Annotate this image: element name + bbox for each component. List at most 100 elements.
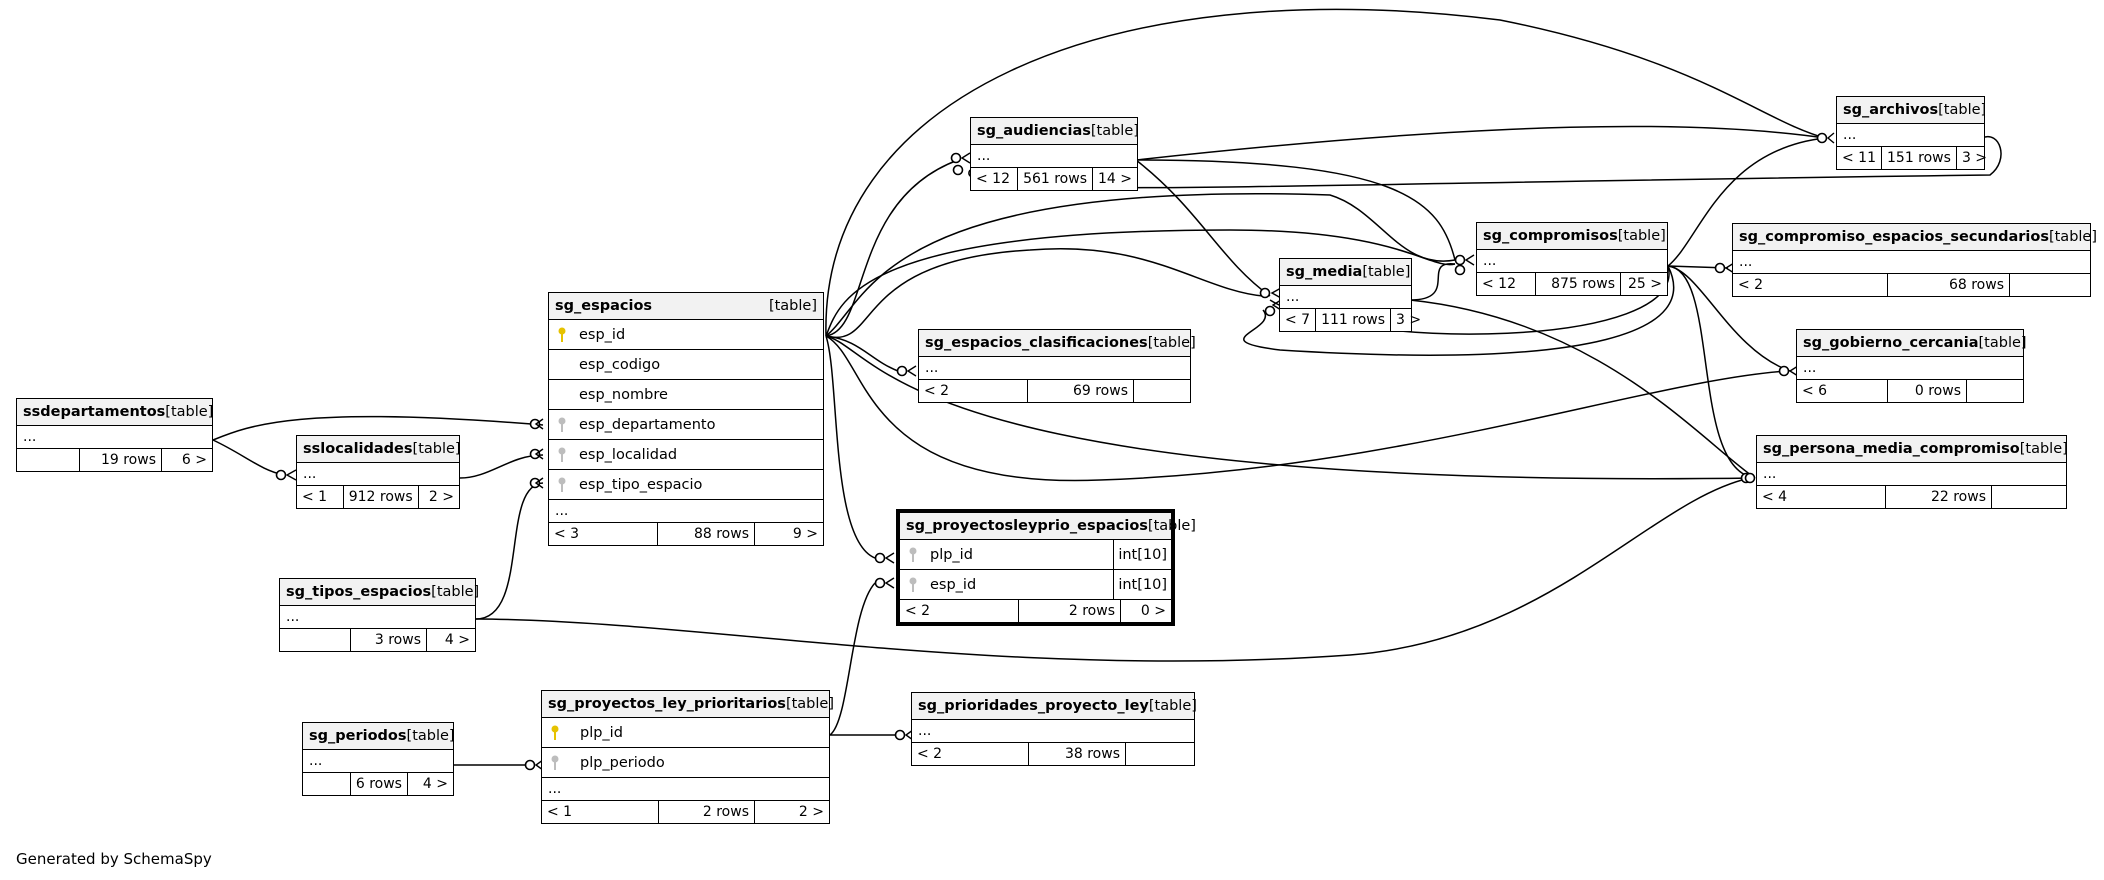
column-row[interactable]: esp_id bbox=[549, 320, 823, 350]
edge-markers bbox=[275, 132, 1828, 771]
parents-count bbox=[303, 773, 351, 795]
more-columns: ... bbox=[912, 720, 1194, 743]
more-columns: ... bbox=[280, 606, 475, 629]
table-sg-proyectosleyprio-espacios[interactable]: sg_proyectosleyprio_espacios[table] plp_… bbox=[896, 509, 1196, 626]
children-count: 2 > bbox=[798, 804, 824, 820]
more-columns: ... bbox=[549, 500, 823, 523]
column-row[interactable]: esp_tipo_espacio bbox=[549, 470, 823, 500]
more-columns: ... bbox=[1280, 286, 1411, 309]
table-tag: [table] bbox=[1147, 518, 1196, 534]
parents-count: < 1 bbox=[297, 486, 344, 508]
parents-count: < 7 bbox=[1280, 309, 1317, 331]
table-header: sg_archivos[table] bbox=[1837, 97, 1987, 124]
table-sg-compromiso-espacios-secundarios[interactable]: sg_compromiso_espacios_secundarios[table… bbox=[1732, 223, 2097, 297]
column-row[interactable]: esp_localidad bbox=[549, 440, 823, 470]
parents-count: < 2 bbox=[919, 380, 1028, 402]
column-name: esp_codigo bbox=[579, 356, 661, 373]
parents-count bbox=[17, 449, 80, 471]
table-name: sg_audiencias bbox=[977, 123, 1091, 139]
more-columns: ... bbox=[303, 750, 453, 773]
column-row[interactable]: esp_codigo bbox=[549, 350, 823, 380]
row-count: 151 rows bbox=[1882, 147, 1957, 169]
table-sg-proyectos-ley-prioritarios[interactable]: sg_proyectos_ley_prioritarios[table] plp… bbox=[541, 690, 834, 824]
table-name: sslocalidades bbox=[303, 441, 413, 457]
row-count: 88 rows bbox=[658, 523, 755, 545]
row-count: 111 rows bbox=[1316, 309, 1392, 331]
table-header: sg_compromiso_espacios_secundarios[table… bbox=[1733, 224, 2097, 251]
row-count: 38 rows bbox=[1029, 743, 1126, 765]
parents-count: < 12 bbox=[1477, 273, 1536, 295]
children-count: 3 > bbox=[1396, 312, 1422, 328]
column-name: esp_departamento bbox=[579, 416, 716, 433]
row-count: 561 rows bbox=[1018, 168, 1093, 190]
table-sg-prioridades-proyecto-ley[interactable]: sg_prioridades_proyecto_ley[table] ... <… bbox=[911, 692, 1197, 766]
foreign-key-icon bbox=[906, 547, 920, 563]
children-count: 4 > bbox=[444, 632, 470, 648]
children-count: 9 > bbox=[792, 526, 818, 542]
table-header: sg_tipos_espacios[table] bbox=[280, 579, 479, 606]
table-name: sg_compromisos bbox=[1483, 228, 1618, 244]
table-tag: [table] bbox=[1147, 335, 1196, 351]
column-row[interactable]: plp_id bbox=[542, 718, 829, 748]
table-header: sg_persona_media_compromiso[table] bbox=[1757, 436, 2068, 463]
table-name: sg_archivos bbox=[1843, 102, 1939, 118]
parents-count: < 6 bbox=[1797, 380, 1888, 402]
row-count: 875 rows bbox=[1536, 273, 1621, 295]
table-name: sg_espacios_clasificaciones bbox=[925, 335, 1148, 351]
table-sg-persona-media-compromiso[interactable]: sg_persona_media_compromiso[table] ... <… bbox=[1756, 435, 2068, 509]
table-tag: [table] bbox=[406, 728, 455, 744]
children-count: 6 > bbox=[181, 452, 207, 468]
table-name: sg_proyectosleyprio_espacios bbox=[906, 518, 1148, 534]
table-tag: [table] bbox=[412, 441, 461, 457]
table-header: sg_periodos[table] bbox=[303, 723, 455, 750]
more-columns: ... bbox=[1837, 124, 1984, 147]
parents-count bbox=[280, 629, 351, 651]
more-columns: ... bbox=[297, 463, 459, 486]
column-type: int[10] bbox=[1113, 570, 1171, 599]
parents-count: < 3 bbox=[549, 523, 658, 545]
children-count: 4 > bbox=[422, 776, 448, 792]
table-tag: [table] bbox=[1978, 335, 2027, 351]
children-count: 3 > bbox=[1961, 150, 1988, 166]
parents-count: < 2 bbox=[900, 600, 1019, 622]
table-header: ssdepartamentos[table] bbox=[17, 399, 214, 426]
column-name: esp_nombre bbox=[579, 386, 668, 403]
table-tag: [table] bbox=[165, 404, 214, 420]
parents-count: < 11 bbox=[1837, 147, 1882, 169]
table-sg-espacios-clasificaciones[interactable]: sg_espacios_clasificaciones[table] ... <… bbox=[918, 329, 1196, 403]
parents-count: < 2 bbox=[1733, 274, 1888, 296]
more-columns: ... bbox=[1757, 463, 2066, 486]
column-name: plp_periodo bbox=[580, 754, 665, 771]
parents-count: < 12 bbox=[971, 168, 1019, 190]
table-tag: [table] bbox=[1938, 102, 1987, 118]
column-name: esp_localidad bbox=[579, 446, 678, 463]
column-row[interactable]: plp_periodo bbox=[542, 748, 829, 778]
column-row[interactable]: esp_departamento bbox=[549, 410, 823, 440]
column-row[interactable]: esp_nombre bbox=[549, 380, 823, 410]
table-name: sg_gobierno_cercania bbox=[1803, 335, 1979, 351]
table-tag: [table] bbox=[1362, 264, 1411, 280]
more-columns: ... bbox=[919, 357, 1190, 380]
row-count: 2 rows bbox=[1019, 600, 1121, 622]
row-count: 19 rows bbox=[80, 449, 162, 471]
table-header: sg_compromisos[table] bbox=[1477, 223, 1667, 250]
table-sg-espacios[interactable]: sg_espacios[table] esp_id esp_codigo esp… bbox=[548, 292, 824, 546]
table-header: sg_media[table] bbox=[1280, 259, 1411, 286]
